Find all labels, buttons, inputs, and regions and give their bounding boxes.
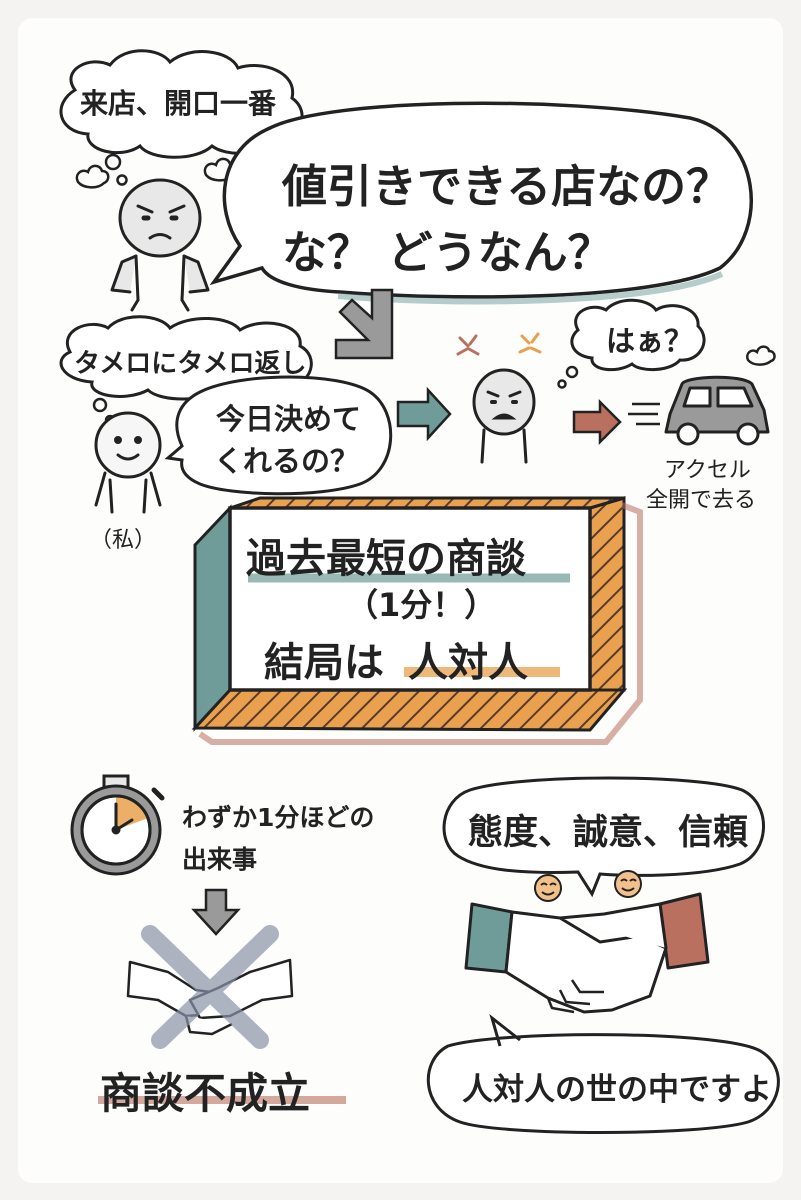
- cross-out-icon: [141, 925, 279, 1049]
- me-line1: 今日決めて: [216, 402, 362, 436]
- smiley-face-icon: [534, 870, 642, 902]
- my-speech-bubble: [164, 375, 393, 496]
- exhaust-puff-icon: [746, 345, 776, 366]
- headline-line3-a: 結局は: [264, 640, 384, 686]
- headline-line2: （1分！）: [346, 586, 497, 624]
- angry-reply-text: はぁ？: [606, 324, 694, 358]
- customer-speech-bubble: [209, 101, 753, 299]
- me-label: （私）: [90, 528, 157, 553]
- result-text: 商談不成立: [100, 1069, 311, 1118]
- headline-line3-b: 人対人: [408, 640, 528, 686]
- car-caption-line1: アクセル: [664, 458, 751, 483]
- arrow-down-icon: [191, 888, 241, 936]
- me-line2: くれるの？: [214, 444, 360, 478]
- smiling-person-figure: [94, 411, 162, 514]
- shop-opening-text: 来店、開口一番: [80, 87, 277, 120]
- car-caption-line2: 全開で去る: [646, 488, 757, 513]
- angry-person-figure: [472, 368, 536, 464]
- values-text: 態度、誠意、信頼: [468, 813, 749, 853]
- headline-line1: 過去最短の商談: [246, 536, 526, 582]
- values-speech-bubble: [442, 776, 765, 898]
- handshake-icon: [464, 892, 710, 1014]
- conclusion-text: 人対人の世の中ですよ: [462, 1072, 772, 1108]
- customer-line2: な？ どうなん？: [282, 226, 613, 279]
- stopwatch-caption-line2: 出来事: [182, 845, 258, 874]
- conclusion-speech-bubble: [426, 1013, 780, 1134]
- arrow-down-icon: [334, 288, 394, 360]
- arrow-right-icon: [396, 386, 452, 442]
- headline-box: [191, 495, 643, 745]
- me-thought-text: タメロにタメロ返し: [74, 349, 307, 379]
- stopwatch-icon: [70, 774, 165, 876]
- angry-customer-figure: [110, 178, 210, 312]
- customer-line1: 値引きできる店なの？: [282, 160, 732, 213]
- stopwatch-caption-line1: わずか1分ほどの: [182, 803, 375, 832]
- anger-mark-icon: [456, 332, 542, 356]
- thought-cloud-icon: [557, 298, 706, 389]
- arrow-right-icon: [572, 398, 622, 446]
- car-icon: [628, 375, 770, 446]
